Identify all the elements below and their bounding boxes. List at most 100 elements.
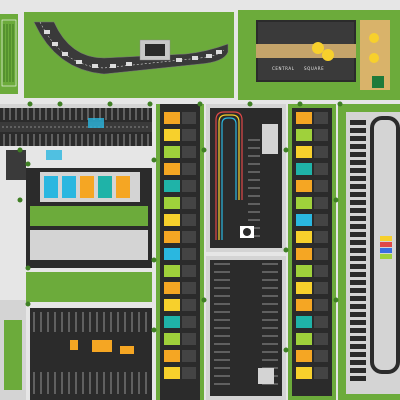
colored-stall xyxy=(296,129,312,141)
left-middle-lot xyxy=(26,168,152,268)
curved-parking-lot xyxy=(24,12,234,98)
colored-stall xyxy=(296,180,312,192)
colored-stall xyxy=(296,197,312,209)
stall xyxy=(182,265,196,277)
colored-stall xyxy=(296,231,312,243)
stall xyxy=(314,350,328,362)
stall xyxy=(350,144,366,149)
stall xyxy=(350,120,366,125)
colored-stall xyxy=(164,163,180,175)
right-oval-track-lot xyxy=(338,104,400,400)
car-marker xyxy=(62,52,68,56)
stall xyxy=(314,265,328,277)
stall xyxy=(314,299,328,311)
stall xyxy=(350,336,366,341)
colored-stall xyxy=(296,299,312,311)
colored-stall xyxy=(296,265,312,277)
tree-icon xyxy=(283,147,289,153)
colored-stall xyxy=(296,248,312,260)
colored-stall xyxy=(296,316,312,328)
left-lower-lot xyxy=(0,272,152,400)
tree-icon xyxy=(247,101,253,107)
stall xyxy=(314,282,328,294)
stall xyxy=(350,264,366,269)
tree-icon xyxy=(107,101,113,107)
stall xyxy=(182,333,196,345)
stall xyxy=(350,256,366,261)
tree-icon xyxy=(25,161,31,167)
tree-icon xyxy=(17,197,23,203)
stall xyxy=(182,146,196,158)
stall xyxy=(350,128,366,133)
colored-stall xyxy=(296,214,312,226)
stall xyxy=(314,231,328,243)
stall xyxy=(314,316,328,328)
colored-stall xyxy=(296,333,312,345)
tree-icon xyxy=(197,101,203,107)
colored-stall xyxy=(380,248,392,253)
center-stall-strip-a xyxy=(156,104,204,400)
center-lower-lot xyxy=(206,256,286,400)
colored-stall xyxy=(164,350,180,362)
colored-stall xyxy=(62,176,76,198)
stall xyxy=(350,136,366,141)
colored-stall xyxy=(296,163,312,175)
car-marker xyxy=(92,64,98,68)
center-rainbow-lot xyxy=(206,104,286,252)
tree-icon xyxy=(283,247,289,253)
stall xyxy=(182,367,196,379)
colored-stall xyxy=(164,129,180,141)
car-marker xyxy=(192,56,198,60)
colored-stall xyxy=(164,299,180,311)
tree-icon xyxy=(151,257,157,263)
tree-icon xyxy=(27,101,33,107)
stall xyxy=(350,344,366,349)
tree-icon xyxy=(25,301,31,307)
stall xyxy=(350,312,366,317)
car-marker xyxy=(44,30,50,34)
stall xyxy=(350,152,366,157)
stall xyxy=(350,200,366,205)
stall xyxy=(350,168,366,173)
stall xyxy=(314,129,328,141)
stall xyxy=(182,316,196,328)
tree-icon xyxy=(283,347,289,353)
stall xyxy=(182,248,196,260)
colored-stall xyxy=(164,146,180,158)
tree-icon xyxy=(151,157,157,163)
stall xyxy=(314,333,328,345)
stall xyxy=(350,360,366,365)
car-marker xyxy=(110,64,116,68)
stall xyxy=(350,208,366,213)
tree-icon xyxy=(201,297,207,303)
stall xyxy=(350,176,366,181)
stall xyxy=(350,320,366,325)
stall xyxy=(182,129,196,141)
tree-group xyxy=(17,101,343,353)
colored-stall xyxy=(296,367,312,379)
stall xyxy=(350,240,366,245)
sports-field xyxy=(0,14,18,94)
stall xyxy=(314,163,328,175)
tree-icon xyxy=(333,297,339,303)
stall xyxy=(350,184,366,189)
car-marker xyxy=(176,58,182,62)
tree-icon xyxy=(147,101,153,107)
stall xyxy=(350,296,366,301)
stall xyxy=(350,216,366,221)
car-marker xyxy=(52,42,58,46)
stall xyxy=(350,232,366,237)
stall xyxy=(350,304,366,309)
colored-stall xyxy=(164,214,180,226)
stall xyxy=(314,214,328,226)
colored-stall xyxy=(164,316,180,328)
stall xyxy=(350,328,366,333)
stall xyxy=(350,224,366,229)
tree-icon xyxy=(297,101,303,107)
stall xyxy=(182,180,196,192)
tree-icon xyxy=(17,147,23,153)
colored-stall xyxy=(80,176,94,198)
colored-stall xyxy=(164,197,180,209)
stall xyxy=(314,197,328,209)
colored-stall xyxy=(380,236,392,241)
